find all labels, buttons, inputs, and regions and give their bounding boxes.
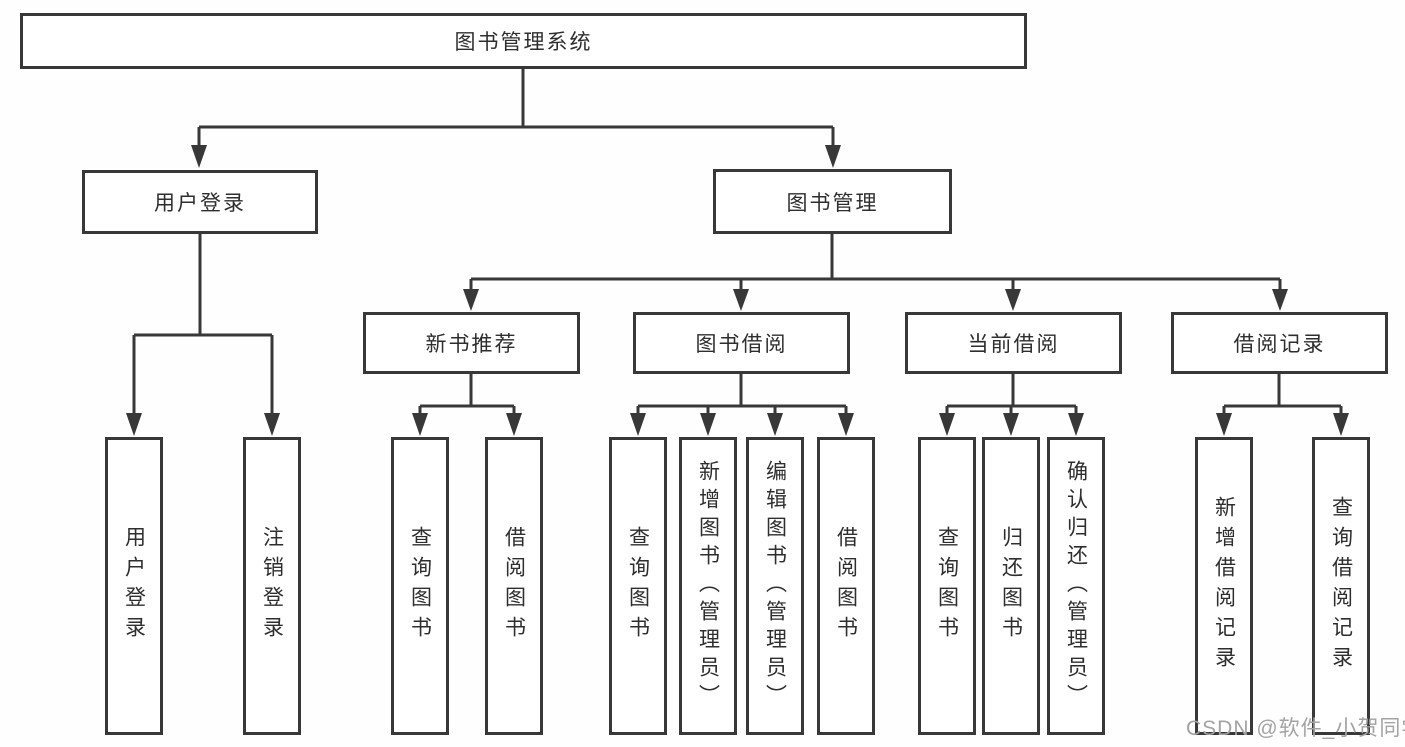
node-label: 借阅记录 bbox=[1233, 333, 1326, 356]
node-label: 图书借阅 bbox=[695, 333, 788, 356]
node-leaf-query-books-3: 查询图书 bbox=[918, 437, 976, 735]
node-label: 新增借阅记录 bbox=[1212, 496, 1236, 676]
node-user-login: 用户登录 bbox=[82, 170, 318, 234]
node-leaf-logout: 注销登录 bbox=[243, 437, 301, 735]
node-leaf-edit-books-admin: 编辑图书（管理员） bbox=[746, 437, 804, 735]
node-label: 借阅图书 bbox=[834, 526, 858, 646]
node-label: 查询图书 bbox=[626, 526, 650, 646]
node-borrow-records: 借阅记录 bbox=[1171, 312, 1388, 374]
node-leaf-query-books-2: 查询图书 bbox=[609, 437, 667, 735]
node-current-borrow: 当前借阅 bbox=[905, 312, 1122, 374]
csdn-watermark: CSDN @软件_小贺同学 bbox=[1186, 717, 1405, 740]
node-label: 编辑图书（管理员） bbox=[763, 460, 787, 712]
node-label: 新增图书（管理员） bbox=[696, 460, 720, 712]
node-book-management: 图书管理 bbox=[713, 169, 952, 234]
node-system-root: 图书管理系统 bbox=[20, 13, 1027, 69]
node-label: 用户登录 bbox=[154, 192, 246, 215]
node-new-book-recommend: 新书推荐 bbox=[363, 312, 580, 374]
node-leaf-confirm-return-admin: 确认归还（管理员） bbox=[1047, 437, 1105, 735]
node-label: 新书推荐 bbox=[425, 333, 518, 356]
node-leaf-add-borrow-record: 新增借阅记录 bbox=[1195, 437, 1253, 735]
node-leaf-borrow-books-1: 借阅图书 bbox=[485, 437, 543, 735]
node-label: 查询图书 bbox=[408, 526, 432, 646]
node-label: 注销登录 bbox=[260, 526, 284, 646]
node-book-borrow: 图书借阅 bbox=[633, 312, 850, 374]
node-label: 图书管理 bbox=[786, 191, 879, 215]
node-label: 借阅图书 bbox=[502, 526, 526, 646]
node-label: 查询借阅记录 bbox=[1329, 496, 1353, 676]
arrowhead-icons bbox=[126, 145, 1349, 436]
node-leaf-user-login: 用户登录 bbox=[105, 437, 163, 735]
node-leaf-query-books-1: 查询图书 bbox=[391, 437, 449, 735]
node-label: 图书管理系统 bbox=[454, 31, 593, 54]
node-leaf-add-books-admin: 新增图书（管理员） bbox=[679, 437, 737, 735]
node-label: 查询图书 bbox=[935, 526, 959, 646]
node-label: 用户登录 bbox=[122, 526, 146, 646]
node-label: 确认归还（管理员） bbox=[1064, 460, 1088, 712]
node-label: 当前借阅 bbox=[967, 333, 1060, 356]
node-leaf-query-borrow-record: 查询借阅记录 bbox=[1312, 437, 1370, 735]
node-label: 归还图书 bbox=[999, 526, 1023, 646]
node-leaf-borrow-books-2: 借阅图书 bbox=[817, 437, 875, 735]
node-leaf-return-books: 归还图书 bbox=[982, 437, 1040, 735]
